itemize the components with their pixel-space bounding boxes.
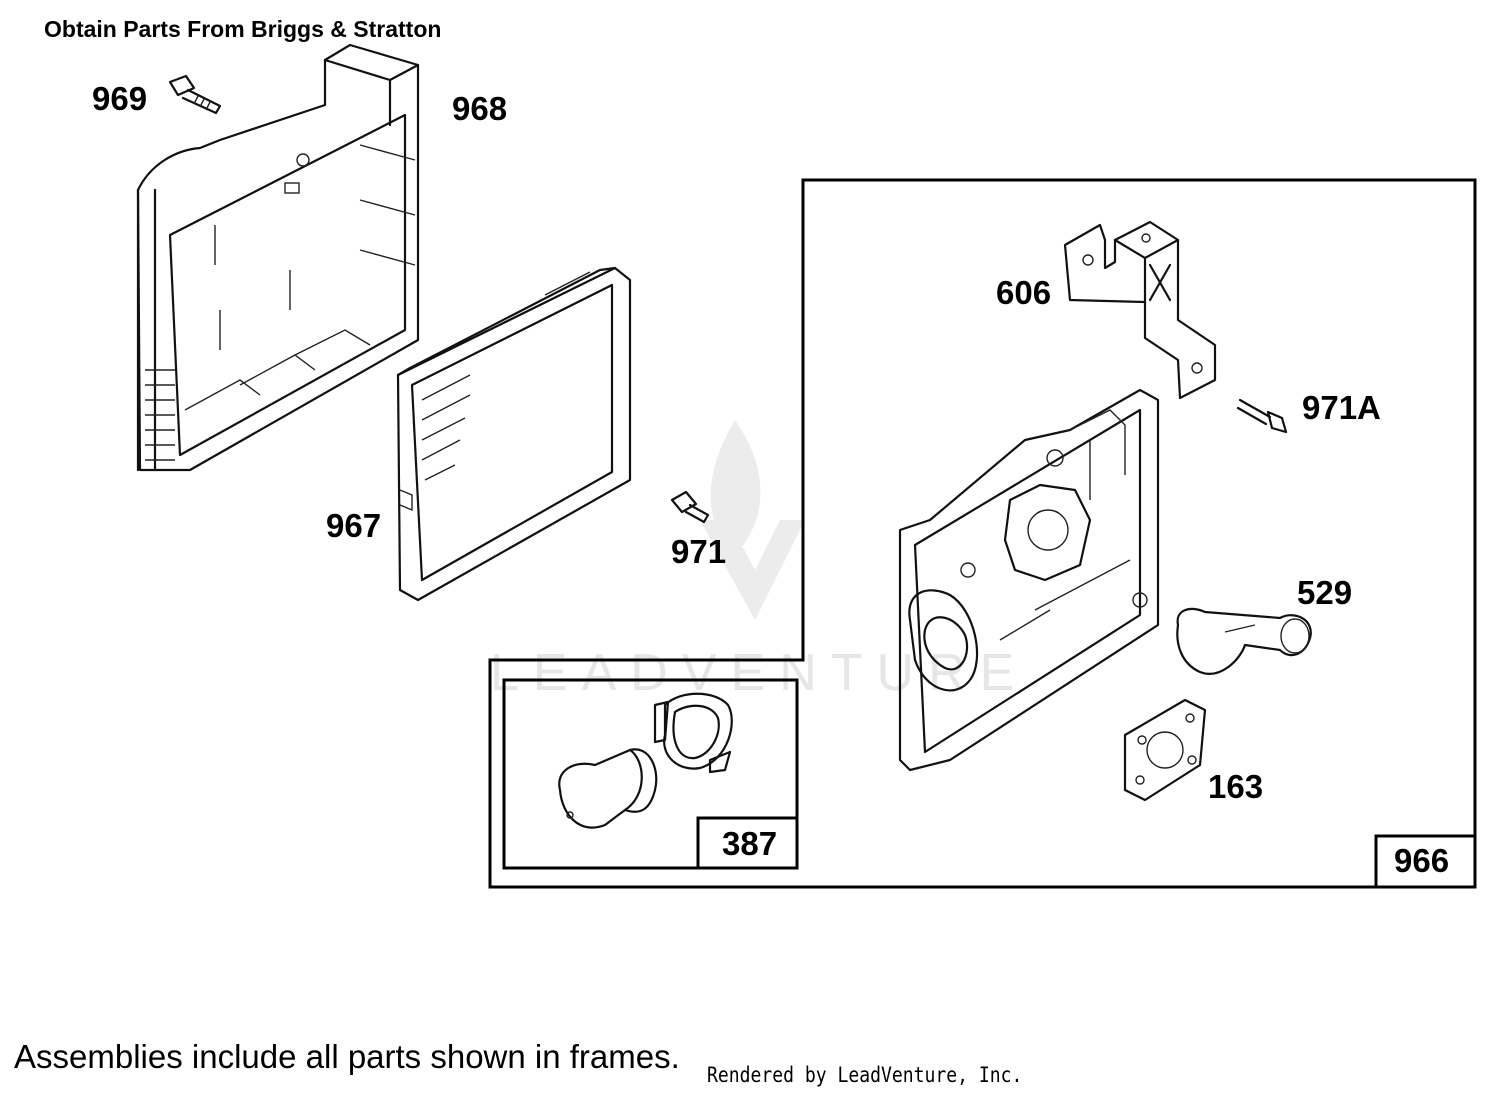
part-label-163: 163: [1208, 768, 1263, 805]
assembly-frame-387: [502, 678, 799, 870]
cover-968-drawing: [136, 43, 420, 472]
label-box-966: [1374, 834, 1477, 889]
filter-967-drawing: [396, 266, 632, 602]
part-label-966: 966: [1394, 842, 1449, 879]
base-966-drawing: [898, 388, 1160, 772]
screw-971-drawing: [670, 490, 710, 524]
label-box-387: [696, 816, 799, 870]
part-label-971: 971: [671, 533, 726, 570]
footer-credit: Rendered by LeadVenture, Inc.: [707, 1063, 1023, 1087]
watermark: LEADVENTURE: [490, 420, 1028, 702]
bolt-969-drawing: [168, 74, 222, 115]
part-label-968: 968: [452, 90, 507, 127]
element-387-drawing: [558, 692, 733, 829]
part-label-606: 606: [996, 274, 1051, 311]
page-header: Obtain Parts From Briggs & Stratton: [44, 16, 442, 42]
bracket-606-drawing: [1063, 220, 1217, 400]
part-label-387: 387: [722, 825, 777, 862]
part-label-971A: 971A: [1302, 389, 1381, 426]
gasket-163-drawing: [1123, 698, 1207, 802]
part-label-967: 967: [326, 507, 381, 544]
footer-note: Assemblies include all parts shown in fr…: [14, 1038, 680, 1075]
part-label-529: 529: [1297, 574, 1352, 611]
part-label-969: 969: [92, 80, 147, 117]
assembly-frame-966: [488, 178, 1477, 889]
watermark-text: LEADVENTURE: [490, 644, 1028, 702]
screw-971A-drawing: [1236, 398, 1288, 434]
elbow-529-drawing: [1176, 607, 1312, 675]
